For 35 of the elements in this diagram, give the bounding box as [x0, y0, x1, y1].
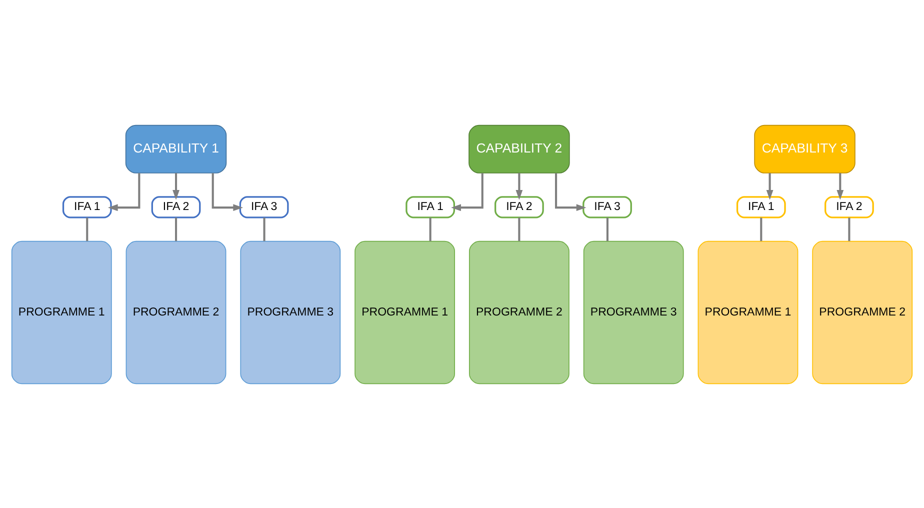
- node-box: PROGRAMME 3: [583, 240, 684, 384]
- node-box: PROGRAMME 1: [354, 240, 455, 384]
- node-box: IFA 1: [62, 196, 112, 218]
- connector: [848, 217, 850, 241]
- connector: [174, 217, 178, 241]
- node-box: IFA 2: [824, 196, 874, 218]
- node-box: IFA 1: [736, 196, 786, 218]
- node-box: IFA 2: [151, 196, 201, 218]
- node-box: PROGRAMME 2: [469, 240, 570, 384]
- arrow: [451, 172, 484, 211]
- connector: [429, 217, 432, 241]
- arrow: [766, 172, 774, 200]
- arrow: [836, 172, 844, 200]
- node-box: CAPABILITY 1: [125, 124, 227, 173]
- node-box: CAPABILITY 2: [468, 124, 570, 173]
- node-box: PROGRAMME 2: [126, 240, 226, 384]
- connector: [760, 217, 762, 241]
- connector: [263, 217, 266, 241]
- connector: [518, 217, 520, 241]
- connector: [86, 217, 88, 241]
- node-box: IFA 2: [494, 196, 544, 218]
- arrow: [108, 172, 140, 211]
- node-box: IFA 3: [582, 196, 632, 218]
- node-box: PROGRAMME 1: [11, 240, 112, 384]
- arrow: [516, 172, 523, 200]
- arrow: [212, 172, 244, 211]
- node-box: IFA 1: [406, 196, 455, 218]
- connector: [606, 217, 608, 241]
- node-box: PROGRAMME 3: [240, 240, 341, 384]
- node-box: PROGRAMME 2: [812, 240, 913, 384]
- arrow: [555, 172, 586, 211]
- node-box: IFA 3: [239, 196, 289, 218]
- node-box: PROGRAMME 1: [698, 240, 798, 384]
- node-box: CAPABILITY 3: [754, 124, 856, 173]
- arrow: [172, 172, 180, 200]
